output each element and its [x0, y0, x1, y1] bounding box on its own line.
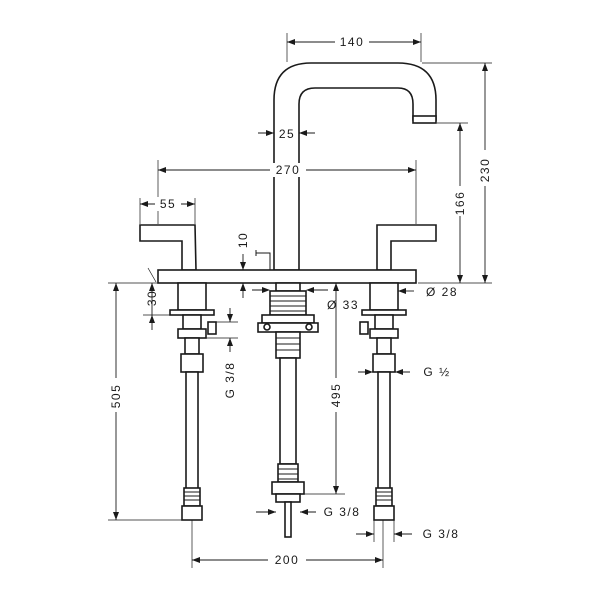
dim-label-140: 140 [340, 35, 365, 49]
center-mount-assembly [257, 282, 319, 538]
left-hose-nut [181, 505, 203, 521]
dim-label-30: 30 [145, 290, 159, 306]
drain-rod [284, 501, 292, 538]
dim-label-d33: Ø 33 [327, 298, 359, 312]
left-supply-hose [185, 371, 199, 491]
dim-label-55: 55 [160, 197, 176, 211]
deck-plate [157, 269, 417, 284]
dim-label-d28: Ø 28 [426, 285, 458, 299]
dim-label-505: 505 [109, 384, 123, 409]
dim-label-200: 200 [275, 553, 300, 567]
right-valve-assembly [359, 282, 407, 521]
dim-label-g38-center: G 3/8 [324, 505, 361, 519]
right-hose-nut [373, 505, 395, 521]
dim-label-495: 495 [329, 383, 343, 408]
left-valve-assembly [169, 282, 217, 521]
faucet-assembly [139, 62, 437, 284]
dim-label-166: 166 [453, 191, 467, 216]
center-hose [279, 357, 297, 465]
dim-label-g38-left: G 3/8 [223, 362, 237, 399]
handle-left [139, 224, 197, 271]
dim-label-g12: G ½ [423, 365, 450, 379]
dim-label-10: 10 [236, 232, 250, 248]
dim-label-270: 270 [276, 163, 301, 177]
aerator [412, 115, 437, 124]
dim-label-230: 230 [478, 158, 492, 183]
handle-right [376, 224, 437, 271]
dim-label-25: 25 [279, 127, 295, 141]
dim-label-g38-hose: G 3/8 [423, 527, 460, 541]
dimension-labels: 140 230 166 25 270 55 10 30 G 3/8 505 Ø … [109, 34, 492, 567]
popup-rod [255, 250, 271, 270]
right-supply-hose [377, 371, 391, 491]
